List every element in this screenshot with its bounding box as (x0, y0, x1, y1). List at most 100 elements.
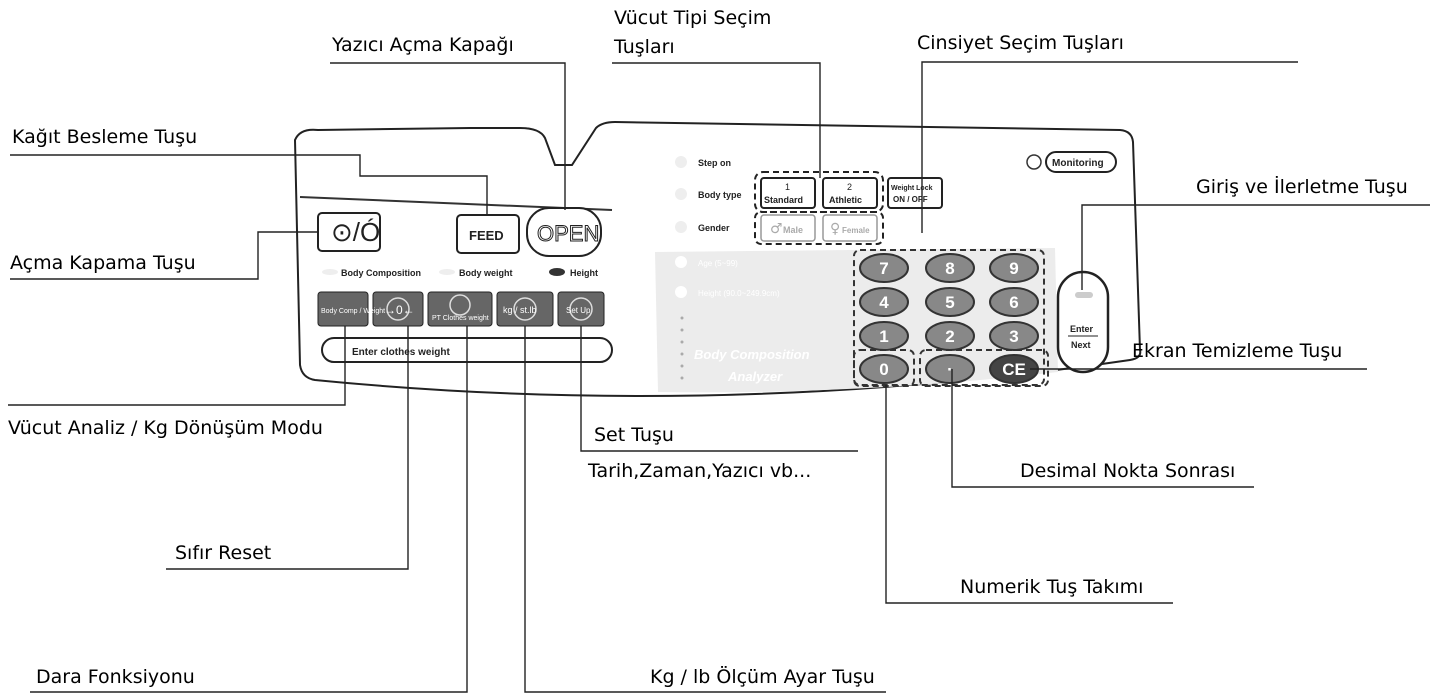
age-dot (675, 256, 687, 268)
callout-body-type-line1: Vücut Tipi Seçim (614, 7, 772, 29)
callout-set-key: Set Tuşu (594, 424, 674, 446)
key-9[interactable] (989, 253, 1039, 283)
key-7-label: 7 (879, 259, 888, 278)
product-name-line1: Body Composition (694, 347, 810, 362)
monitoring-label: Monitoring (1052, 158, 1104, 169)
key-3-label: 3 (1009, 327, 1018, 346)
key-2[interactable] (925, 321, 975, 351)
height-dot (675, 286, 687, 298)
zero-reset-key[interactable] (372, 291, 424, 327)
callout-printer-cover: Yazıcı Açma Kapağı (332, 34, 514, 56)
standard-number: 1 (785, 182, 790, 192)
enter-next-button[interactable] (1056, 270, 1110, 374)
callout-body-type-line2: Tuşları (614, 36, 675, 58)
kg-lb-key-label: kg / st.lb (503, 305, 537, 315)
weight-lock-onoff: ON / OFF (893, 195, 928, 204)
weight-lock-label: Weight Lock (891, 185, 933, 192)
mode-label-body-composition: Body Composition (341, 268, 421, 278)
power-symbol: ⊙/Ó (331, 217, 380, 247)
key-0-label: 0 (879, 360, 888, 379)
gender-label: Gender (698, 223, 730, 233)
leader-lines (8, 61, 1430, 693)
clothes-weight-label: Enter clothes weight (352, 347, 450, 358)
key-dot[interactable] (925, 354, 975, 384)
callout-body-analysis-mode: Vücut Analiz / Kg Dönüşüm Modu (8, 417, 323, 439)
key-5-label: 5 (945, 293, 954, 312)
key-3[interactable] (989, 321, 1039, 351)
key-9-label: 9 (1009, 259, 1018, 278)
key-4-label: 4 (879, 293, 889, 312)
height-label: Height (90.0~249.9cm) (698, 289, 780, 298)
callout-gender-select: Cinsiyet Seçim Tuşları (917, 32, 1124, 54)
mode-dot-body-weight (439, 269, 455, 275)
callout-clear-screen: Ekran Temizleme Tuşu (1132, 340, 1343, 362)
body-type-group (754, 171, 884, 213)
key-8[interactable] (925, 253, 975, 283)
gender-dot (675, 221, 687, 233)
key-6[interactable] (989, 287, 1039, 317)
standard-button[interactable] (760, 177, 816, 209)
feed-label: FEED (469, 228, 504, 243)
mode-label-height: Height (570, 268, 598, 278)
age-label: Age (5~99) (698, 259, 738, 268)
athletic-button[interactable] (822, 177, 878, 209)
keypad-keys (859, 253, 1039, 384)
dot-key-group (919, 349, 1049, 387)
female-icon: ♀ (830, 221, 840, 237)
set-up-key-label: Set Up (566, 306, 591, 315)
next-label: Next (1071, 340, 1091, 350)
callout-enter-next: Giriş ve İlerletme Tuşu (1196, 176, 1408, 198)
key-dot-label: · (947, 360, 953, 379)
key-1[interactable] (859, 321, 909, 351)
key-4[interactable] (859, 287, 909, 317)
callout-power: Açma Kapama Tuşu (10, 252, 196, 274)
body-type-dot (675, 188, 687, 200)
female-button[interactable] (822, 214, 878, 242)
body-comp-weight-key-label: Body Comp / Weight (321, 308, 385, 315)
key-1-label: 1 (879, 327, 888, 346)
male-button[interactable] (760, 214, 816, 242)
gender-group (754, 211, 884, 245)
zero-reset-key-label: →0← (384, 303, 415, 317)
monitoring-button[interactable] (1045, 151, 1117, 173)
male-icon: ♂ (770, 221, 783, 237)
key-7[interactable] (859, 253, 909, 283)
step-on-label: Step on (698, 158, 731, 168)
product-name-line2: Analyzer (727, 369, 783, 384)
mode-dot-height (549, 268, 565, 276)
zero-reset-key-ring (386, 297, 410, 321)
key-0[interactable] (859, 354, 909, 384)
weight-lock-button[interactable] (887, 177, 943, 209)
feed-button[interactable] (456, 214, 520, 254)
callout-paper-feed: Kağıt Besleme Tuşu (12, 126, 198, 148)
open-label: OPEN (537, 221, 599, 246)
callout-kg-lb: Kg / lb Ölçüm Ayar Tuşu (650, 666, 875, 688)
enter-label: Enter (1070, 324, 1094, 334)
athletic-number: 2 (847, 182, 852, 192)
athletic-label: Athletic (829, 195, 862, 205)
set-up-key-ring (569, 297, 593, 321)
step-on-dot (675, 156, 687, 168)
callout-set-key-desc: Tarih,Zaman,Yazıcı vb... (588, 460, 812, 482)
mode-dot-body-composition (322, 269, 338, 275)
male-label: Male (783, 225, 803, 235)
body-comp-weight-key[interactable] (317, 291, 369, 327)
body-type-label: Body type (698, 190, 742, 200)
female-label: Female (842, 226, 870, 235)
tare-key-ring (449, 294, 471, 316)
monitoring-lamp (1026, 154, 1042, 170)
key-5[interactable] (925, 287, 975, 317)
key-8-label: 8 (945, 259, 954, 278)
key-ce-label: CE (1002, 360, 1026, 379)
tare-key[interactable] (427, 291, 493, 327)
enter-next-indicator (1075, 292, 1093, 298)
key-2-label: 2 (945, 327, 954, 346)
kg-lb-key-ring (513, 297, 537, 321)
tare-key-label: PT Clothes weight (432, 315, 489, 322)
key-6-label: 6 (1009, 293, 1018, 312)
open-button[interactable] (526, 207, 602, 257)
callout-zero-reset: Sıfır Reset (175, 542, 272, 564)
standard-label: Standard (764, 195, 803, 205)
callout-decimal-point: Desimal Nokta Sonrası (1020, 460, 1236, 482)
